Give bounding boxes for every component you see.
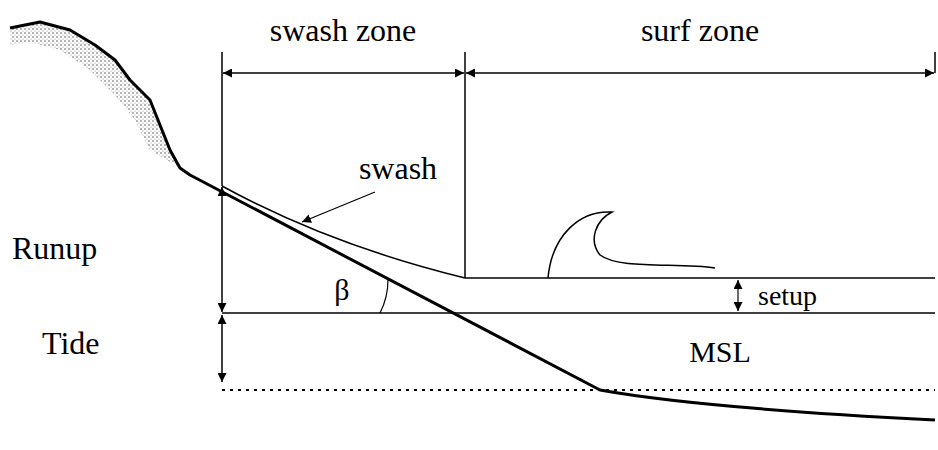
zone-boundary (221, 52, 223, 186)
swash-leader (302, 192, 375, 222)
tide-level (222, 312, 935, 314)
tide-label: Tide (42, 327, 100, 359)
runup-label: Runup (12, 232, 97, 264)
angle-symbol: β (334, 275, 349, 305)
msl-label: MSL (689, 337, 751, 367)
zone-boundary (934, 52, 936, 73)
swash-zone-arrow (223, 72, 464, 74)
runup-arrow (221, 187, 223, 312)
setup-level (465, 277, 935, 279)
setup-arrow (737, 280, 738, 311)
setup-label: setup (758, 282, 817, 310)
beach-profile (10, 22, 935, 420)
breaking-wave (548, 212, 715, 278)
slope-angle-arc (380, 279, 388, 313)
swash-label: swash (359, 152, 437, 184)
zone-label: surf zone (641, 14, 759, 46)
swash-surface (222, 186, 465, 278)
tide-arrow (221, 315, 223, 382)
surf-zone-arrow (466, 72, 934, 74)
zone-boundary (464, 52, 466, 278)
msl-line (222, 389, 935, 391)
zone-label: swash zone (270, 14, 417, 46)
